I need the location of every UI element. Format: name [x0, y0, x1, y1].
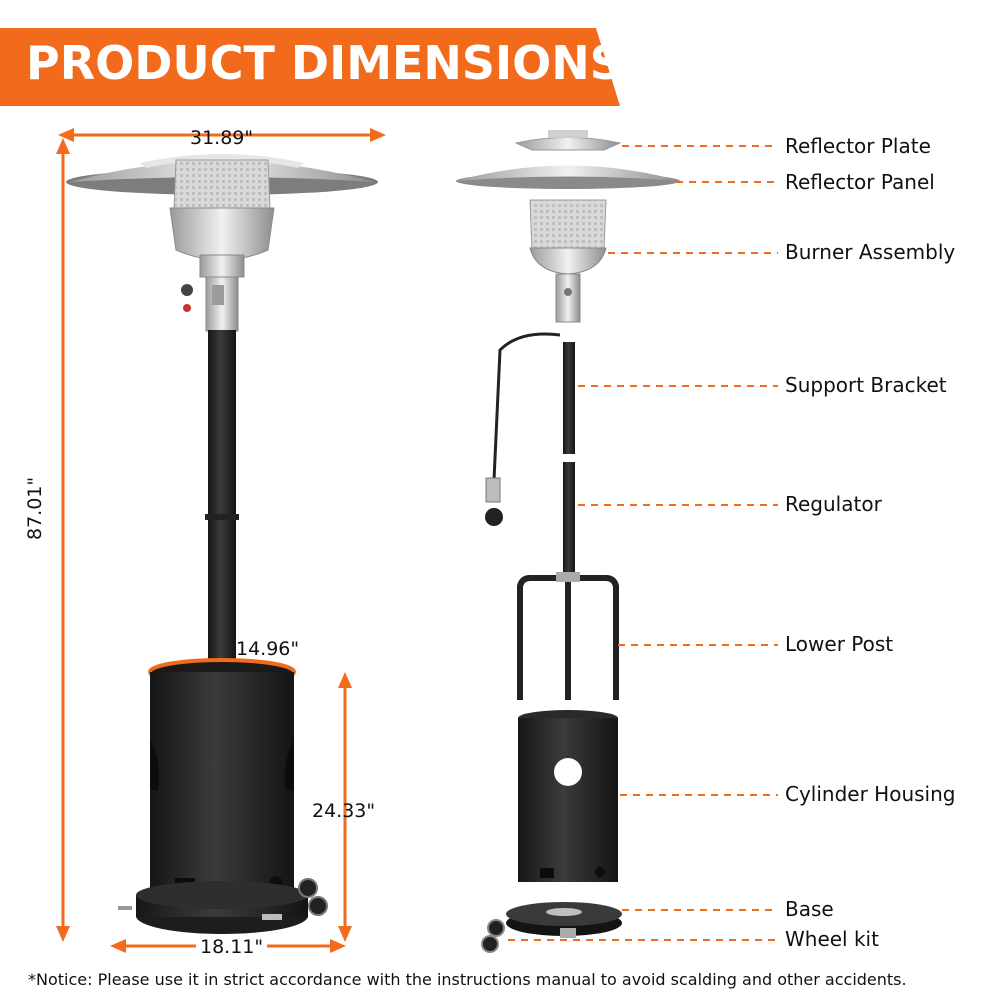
- base-width-label: 18.11": [196, 936, 268, 958]
- exploded-heater: [456, 130, 680, 953]
- safety-notice: *Notice: Please use it in strict accorda…: [28, 970, 907, 989]
- top-width-label: 31.89": [190, 127, 254, 149]
- dimension-lines: [56, 128, 386, 953]
- page-title: PRODUCT DIMENSIONS: [26, 36, 623, 90]
- title-banner-shape: [0, 28, 620, 106]
- part-label-lower-post: Lower Post: [785, 632, 894, 656]
- housing-width-label: 14.96": [236, 638, 300, 660]
- part-label-wheel-kit: Wheel kit: [785, 927, 879, 951]
- assembled-heater: [66, 154, 378, 934]
- part-label-support-bracket: Support Bracket: [785, 373, 947, 397]
- part-label-cylinder-housing: Cylinder Housing: [785, 782, 956, 806]
- part-leader-lines: [508, 145, 778, 941]
- total-height-label: 87.01": [24, 476, 46, 540]
- part-label-reflector-plate: Reflector Plate: [785, 134, 931, 158]
- part-label-base: Base: [785, 897, 834, 921]
- part-label-regulator: Regulator: [785, 492, 882, 516]
- part-label-reflector-panel: Reflector Panel: [785, 170, 935, 194]
- housing-height-label: 24.33": [312, 800, 376, 822]
- part-label-burner-assembly: Burner Assembly: [785, 240, 956, 264]
